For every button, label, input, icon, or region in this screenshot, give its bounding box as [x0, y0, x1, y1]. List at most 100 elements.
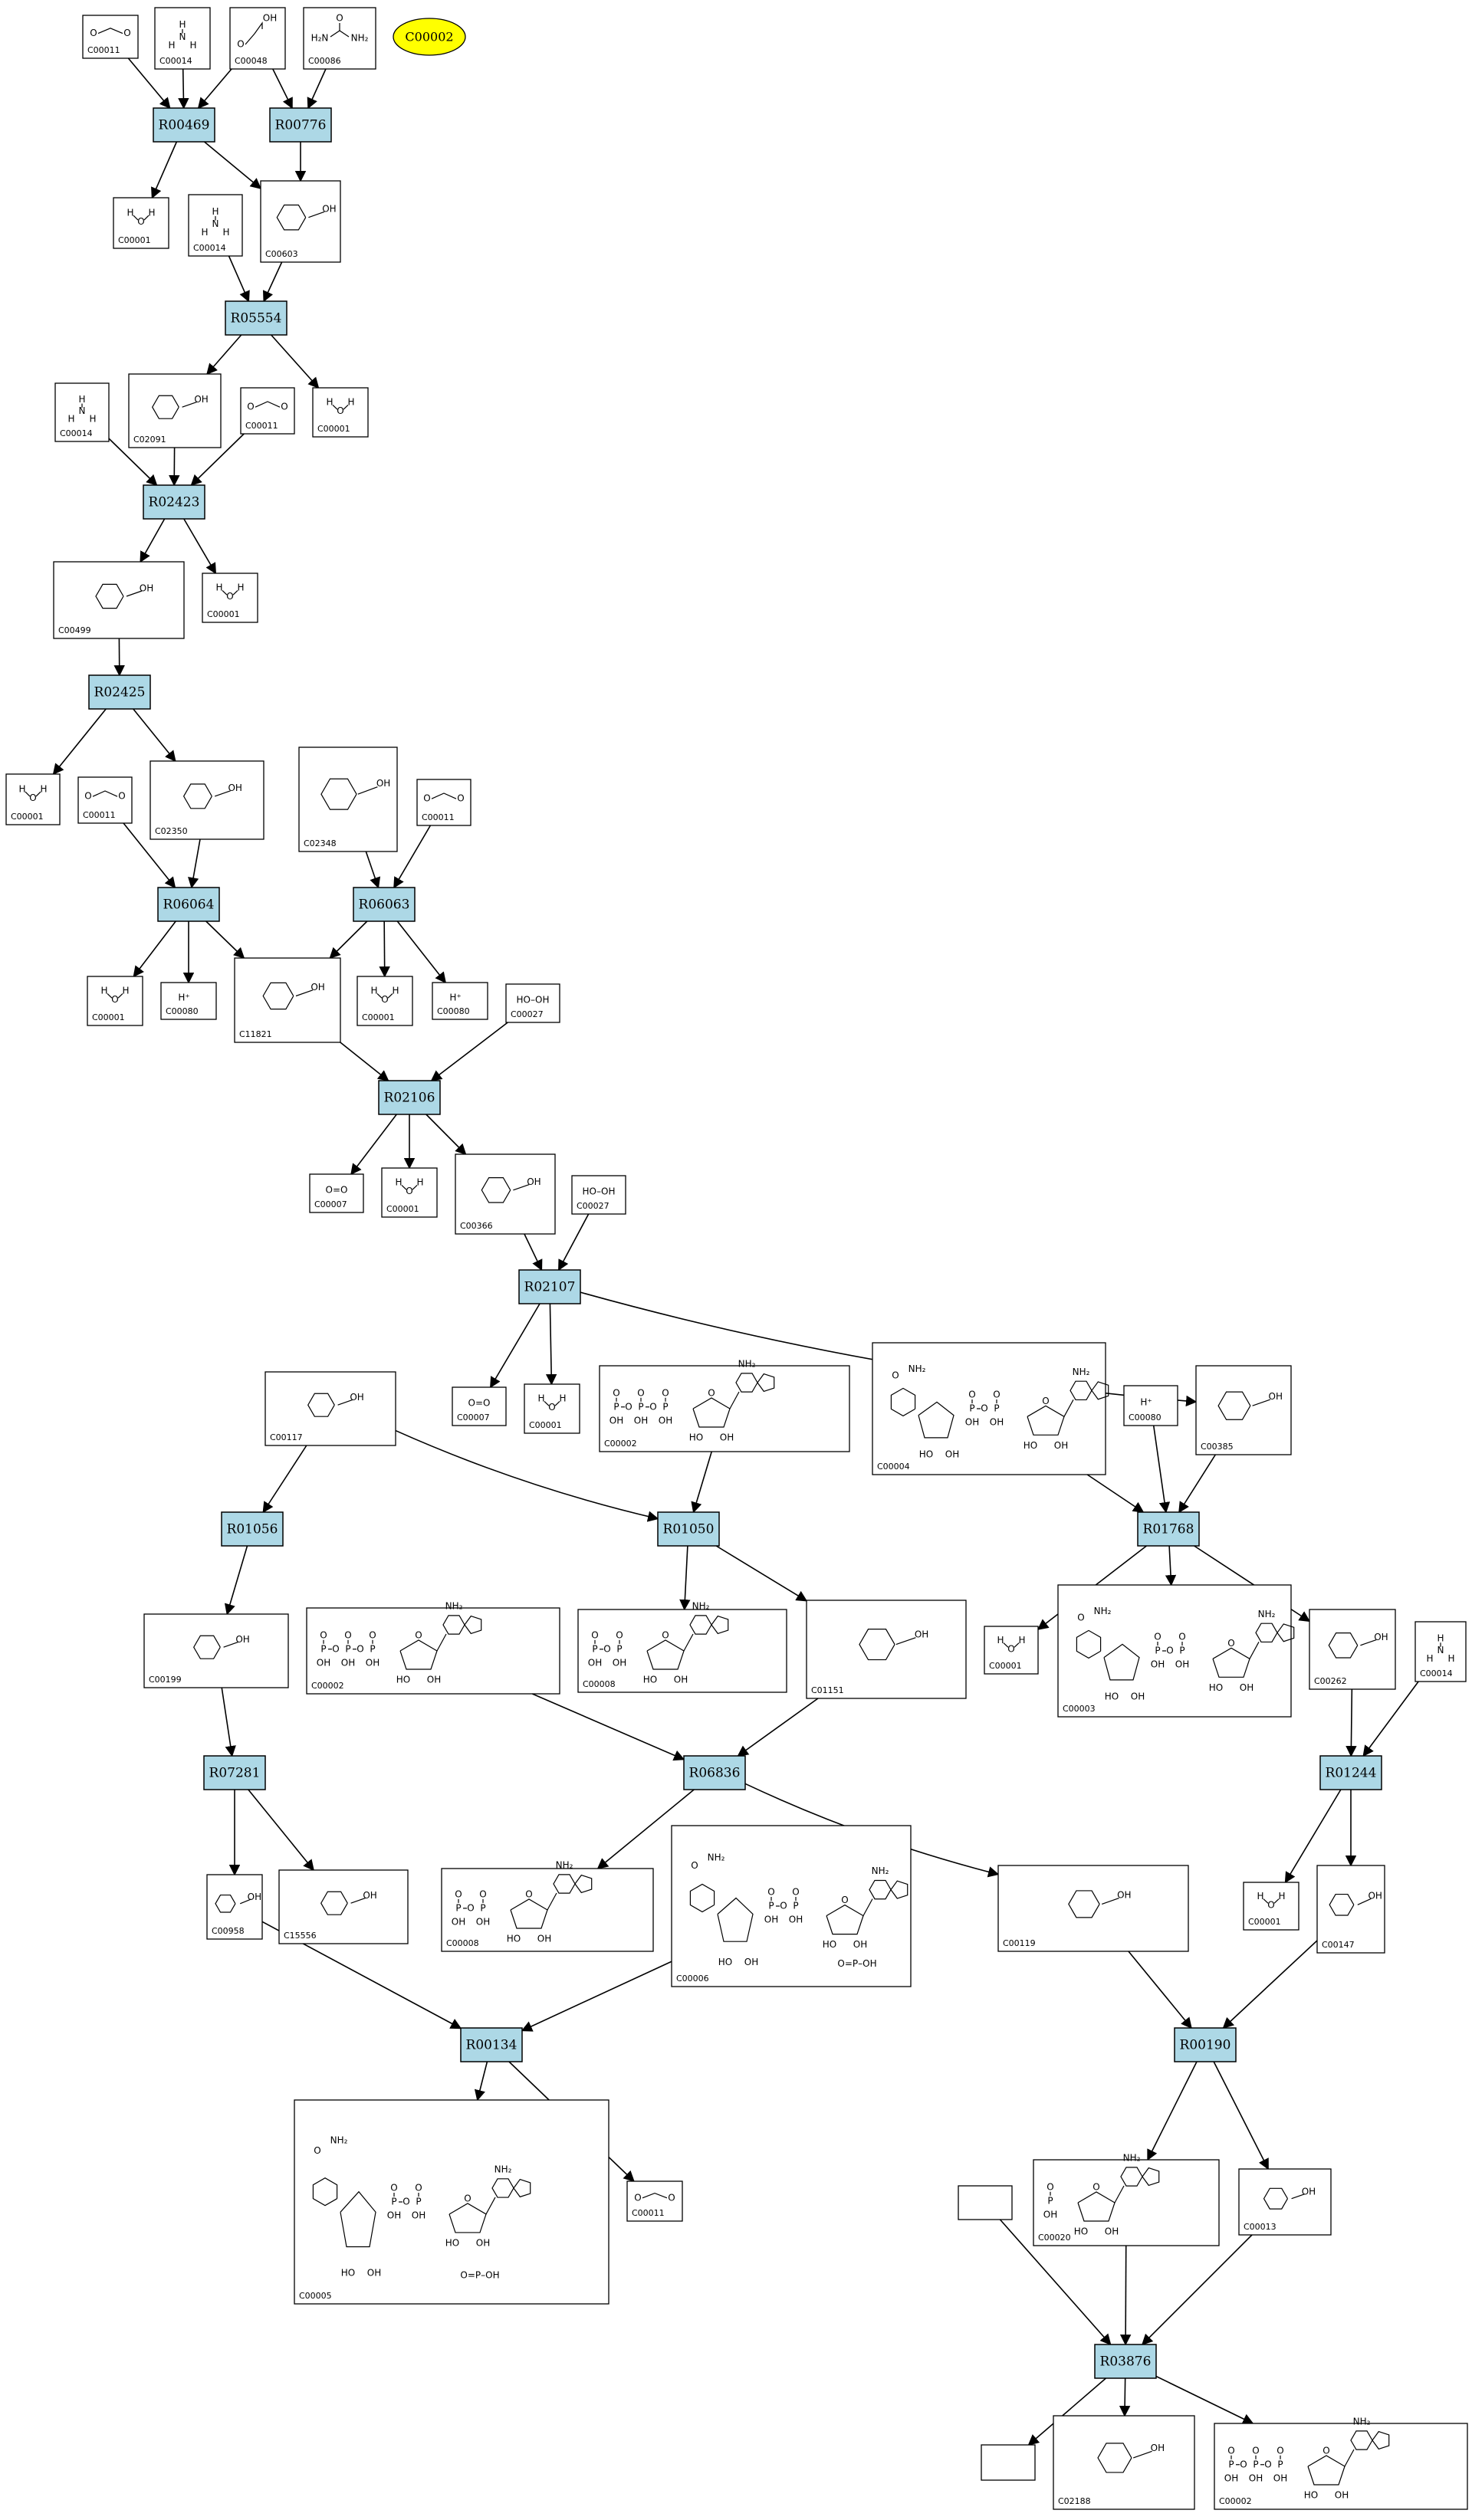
compound-c56[interactable] [981, 2444, 1036, 2481]
highlight-node[interactable]: C00002 [393, 18, 466, 56]
reaction-R01056[interactable]: R01056 [221, 1511, 284, 1547]
compound-c33[interactable]: H⁺C00080 [1123, 1385, 1178, 1426]
compound-box [1033, 2159, 1220, 2246]
reaction-R02106[interactable]: R02106 [378, 1080, 441, 1115]
reaction-R00190[interactable]: R00190 [1174, 2027, 1237, 2062]
edge-c8-R02423 [108, 438, 158, 487]
reaction-R06836[interactable]: R06836 [683, 1755, 746, 1790]
reaction-R02107[interactable]: R02107 [518, 1269, 581, 1304]
reaction-R05554[interactable]: R05554 [225, 300, 288, 336]
compound-box [806, 1600, 967, 1699]
atom-label: NH₂ [909, 1363, 926, 1374]
reaction-R06064[interactable]: R06064 [157, 887, 220, 922]
reaction-R00134[interactable]: R00134 [460, 2027, 523, 2062]
edge-R00134-c51 [474, 2061, 488, 2102]
reaction-R02423[interactable]: R02423 [143, 484, 205, 520]
reaction-R07281[interactable]: R07281 [203, 1755, 266, 1790]
edge-c35-R01056 [262, 1445, 307, 1514]
bond [1091, 1381, 1109, 1400]
reaction-R01768[interactable]: R01768 [1137, 1511, 1200, 1547]
atom-label: OH [1131, 1691, 1145, 1702]
reaction-box [153, 107, 215, 143]
bond [1357, 1898, 1372, 1905]
bond [1003, 1642, 1009, 1648]
reaction-box [157, 887, 220, 922]
atom-label: HO [718, 1957, 732, 1967]
reaction-R01244[interactable]: R01244 [1319, 1755, 1382, 1790]
atom-label: OH [1240, 1682, 1254, 1693]
reaction-R03876[interactable]: R03876 [1094, 2344, 1157, 2379]
reaction-R01050[interactable]: R01050 [657, 1511, 720, 1547]
reaction-R06063[interactable]: R06063 [353, 887, 416, 922]
atom-label: OH [367, 2268, 381, 2279]
compound-c53[interactable] [958, 2185, 1013, 2220]
compound-box [1214, 2423, 1468, 2510]
atom-label: O [1092, 2182, 1099, 2193]
edge-R07281-c45 [248, 1789, 314, 1872]
bond [215, 790, 231, 797]
reaction-R00469[interactable]: R00469 [153, 107, 215, 143]
reaction-R02425[interactable]: R02425 [88, 674, 151, 710]
bond [1120, 2167, 1143, 2187]
edge-R02425-c16 [133, 708, 176, 763]
reaction-R00776[interactable]: R00776 [269, 107, 332, 143]
edge-layer [52, 57, 1419, 2446]
compound-c23[interactable]: H⁺C00080 [432, 982, 488, 1020]
compound-c20[interactable]: H⁺C00080 [160, 982, 217, 1020]
reaction-box [1137, 1511, 1200, 1547]
